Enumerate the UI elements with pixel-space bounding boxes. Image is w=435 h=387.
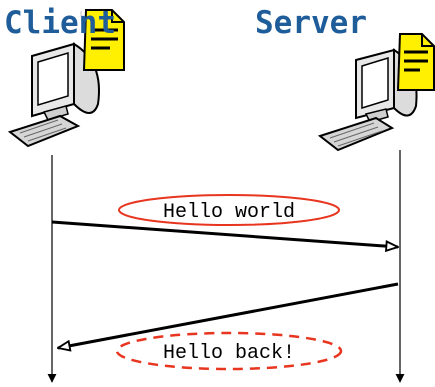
participant-title-client: Client: [4, 5, 116, 41]
participant-title-server: Server: [255, 5, 367, 41]
message-label-outline-dashed: [115, 331, 343, 371]
message-label-hello-back: Hello back!: [163, 342, 295, 365]
message-label-outline: [118, 194, 340, 226]
client-computer-icon: [7, 42, 100, 148]
message-arrow-server-to-client: [58, 282, 399, 348]
message-label-hello-world: Hello world: [163, 201, 295, 224]
server-computer-icon: [317, 48, 418, 152]
server-document-icon: [396, 33, 435, 91]
client-document-icon: [80, 9, 125, 71]
message-arrow-client-to-server: [51, 220, 398, 247]
